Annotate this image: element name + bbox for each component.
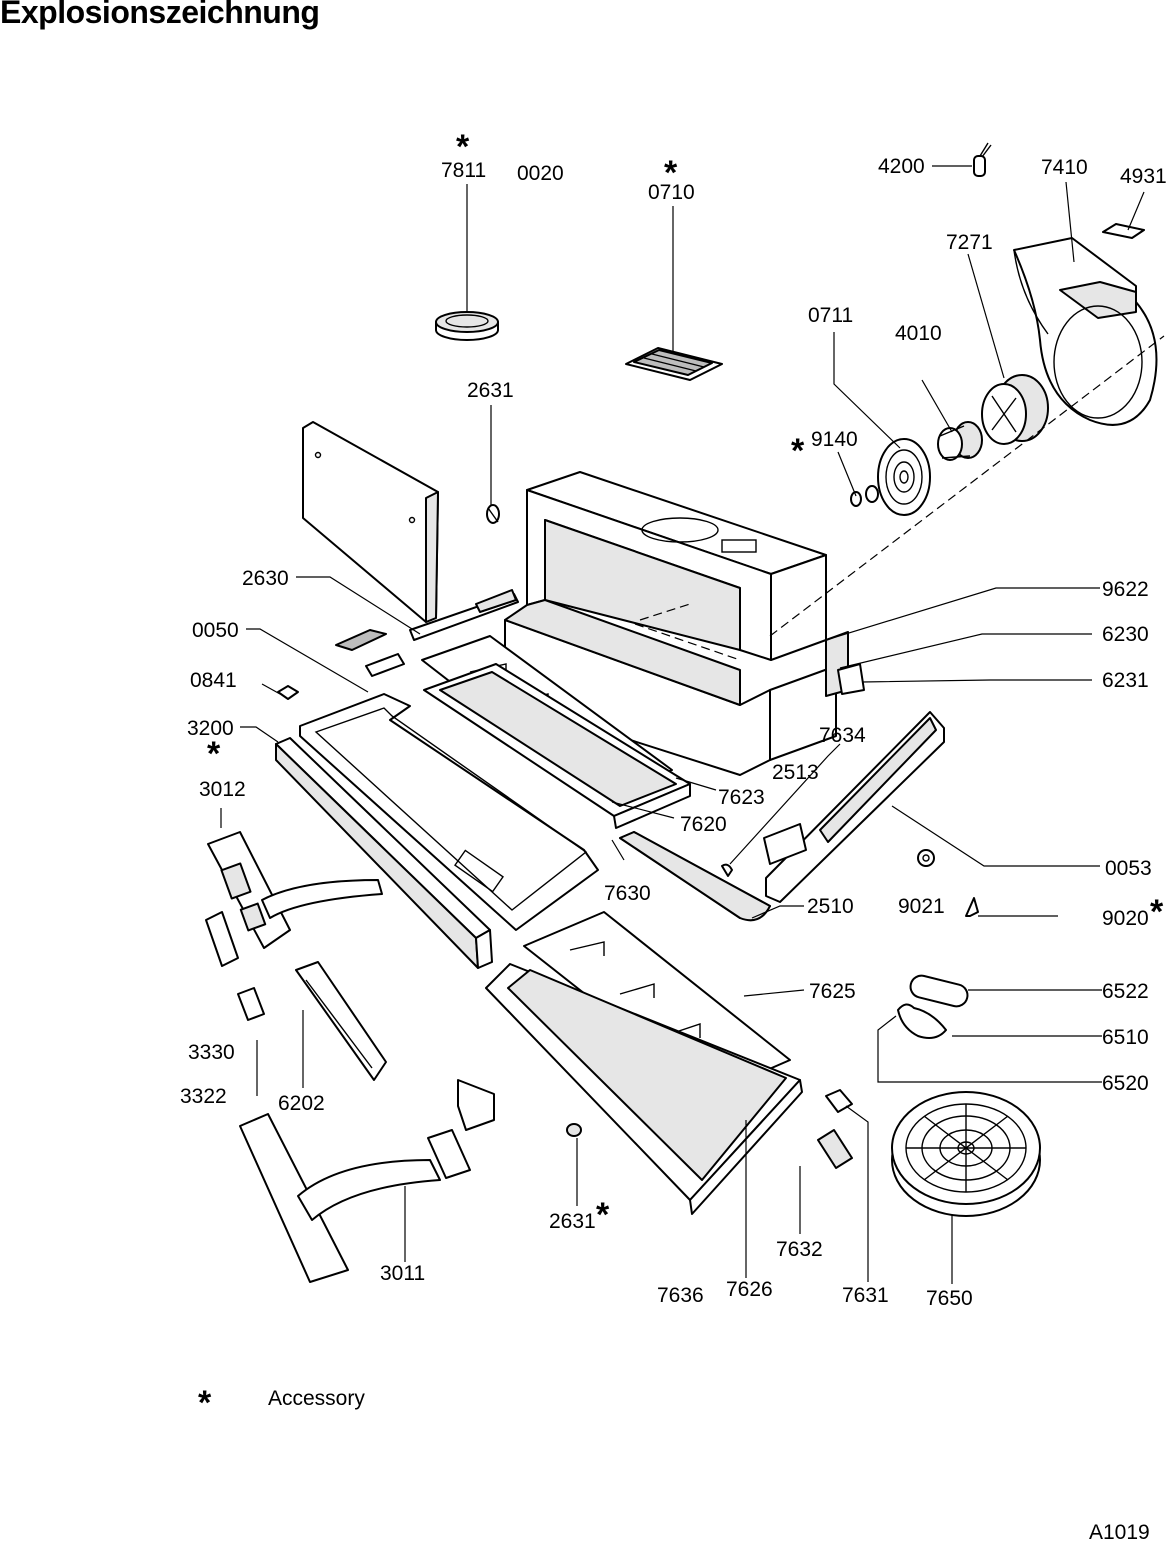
callout-7626: 7626: [726, 1278, 773, 1301]
part-3330-drawing: [237, 987, 265, 1021]
accessory-mark-3200: *: [207, 735, 221, 773]
part-4010-drawing: [937, 421, 983, 461]
legend-text: Accessory: [268, 1387, 365, 1410]
part-3011-drawing: [239, 1079, 495, 1283]
callout-6230: 6230: [1102, 623, 1149, 646]
accessory-mark-9020: *: [1150, 893, 1164, 931]
callout-3330: 3330: [188, 1041, 235, 1064]
callout-6202: 6202: [278, 1092, 325, 1115]
part-drawings: [205, 142, 1165, 1283]
callout-7650: 7650: [926, 1287, 973, 1310]
part-2510-drawing: [619, 831, 771, 922]
callout-7630: 7630: [604, 882, 651, 905]
part-7271-drawing: [981, 374, 1049, 445]
callout-3322: 3322: [180, 1085, 227, 1108]
part-4200-drawing: [973, 142, 992, 177]
part-7620-drawing: [423, 663, 691, 829]
callout-9021: 9021: [898, 895, 945, 918]
callout-9020: 9020: [1102, 907, 1149, 930]
callout-0050: 0050: [192, 619, 239, 642]
part-2513-drawing: [721, 863, 733, 877]
callout-7636: 7636: [657, 1284, 704, 1307]
part-6202-drawing: [295, 961, 387, 1081]
callout-2513: 2513: [772, 761, 819, 784]
callout-2631-lower: 2631: [549, 1210, 596, 1233]
callout-9622: 9622: [1102, 578, 1149, 601]
part-4931-drawing: [1102, 223, 1145, 239]
callout-3012: 3012: [199, 778, 246, 801]
callout-7625: 7625: [809, 980, 856, 1003]
part-0841-drawing: [277, 685, 299, 700]
part-7634-drawing: [763, 711, 945, 903]
part-0050-frame-drawing: [299, 693, 599, 931]
part-6522-drawing: [909, 974, 969, 1008]
assembly-axis: [769, 335, 1165, 637]
part-6510-drawing: [897, 1003, 947, 1039]
part-2631-lower-drawing: [566, 1123, 582, 1137]
part-7631-drawing: [825, 1089, 853, 1113]
callout-4200: 4200: [878, 155, 925, 178]
accessory-mark-2631-lower: *: [596, 1196, 610, 1234]
callout-7811: 7811: [441, 159, 486, 182]
callout-3200: 3200: [187, 717, 234, 740]
part-7632-drawing: [817, 1129, 853, 1169]
callout-2510: 2510: [807, 895, 854, 918]
callout-4931: 4931: [1120, 165, 1167, 188]
part-9020-drawing: [965, 897, 979, 917]
part-0710-drawing: [625, 347, 723, 381]
legend-symbol: *: [198, 1384, 212, 1422]
callout-9140: 9140: [811, 428, 858, 451]
part-9021-drawing: [917, 849, 935, 867]
accessory-mark-7811: *: [456, 128, 470, 166]
main-housing-drawing: [504, 471, 837, 776]
rail-drawing: [409, 589, 519, 641]
callout-7623: 7623: [718, 786, 765, 809]
page-title: Explosionszeichnung: [0, 0, 320, 30]
part-3012-drawing: [205, 831, 383, 967]
callout-7620: 7620: [680, 813, 727, 836]
callout-7632: 7632: [776, 1238, 823, 1261]
part-2631-upper-drawing: [486, 504, 500, 524]
callout-0841: 0841: [190, 669, 237, 692]
callout-0053: 0053: [1105, 857, 1152, 880]
part-0050-bracket-drawing: [335, 629, 405, 677]
callout-0710: 0710: [648, 181, 695, 204]
callout-3011: 3011: [380, 1262, 425, 1285]
drawing-code: A1019: [1089, 1521, 1150, 1544]
part-3200-drawing: [275, 737, 493, 969]
callout-2630: 2630: [242, 567, 289, 590]
callout-7634: 7634: [819, 724, 866, 747]
callout-6520: 6520: [1102, 1072, 1149, 1095]
part-2630-drawing: [302, 421, 439, 623]
part-7811-drawing: [435, 311, 499, 341]
callout-0020: 0020: [517, 162, 564, 185]
callout-4010: 4010: [895, 322, 942, 345]
accessory-mark-0710: *: [664, 154, 678, 192]
callout-6510: 6510: [1102, 1026, 1149, 1049]
leader-lines: [220, 165, 1145, 1284]
part-0711-drawing: [877, 438, 931, 516]
part-6230-drawing: [825, 631, 865, 697]
callout-7631: 7631: [842, 1284, 889, 1307]
part-7410-drawing: [1013, 237, 1158, 426]
callout-0711: 0711: [808, 304, 853, 327]
callout-7410: 7410: [1041, 156, 1088, 179]
part-7650-drawing: [891, 1091, 1041, 1217]
callout-2631-upper: 2631: [467, 379, 514, 402]
callout-6231: 6231: [1102, 669, 1149, 692]
part-callouts: * 7811 0020 * 0710 4200 7410 4931 7271 0…: [180, 128, 1167, 1310]
callout-6522: 6522: [1102, 980, 1149, 1003]
callout-7271: 7271: [946, 231, 993, 254]
part-9140-drawing: [850, 485, 879, 507]
accessory-mark-9140: *: [791, 432, 805, 470]
